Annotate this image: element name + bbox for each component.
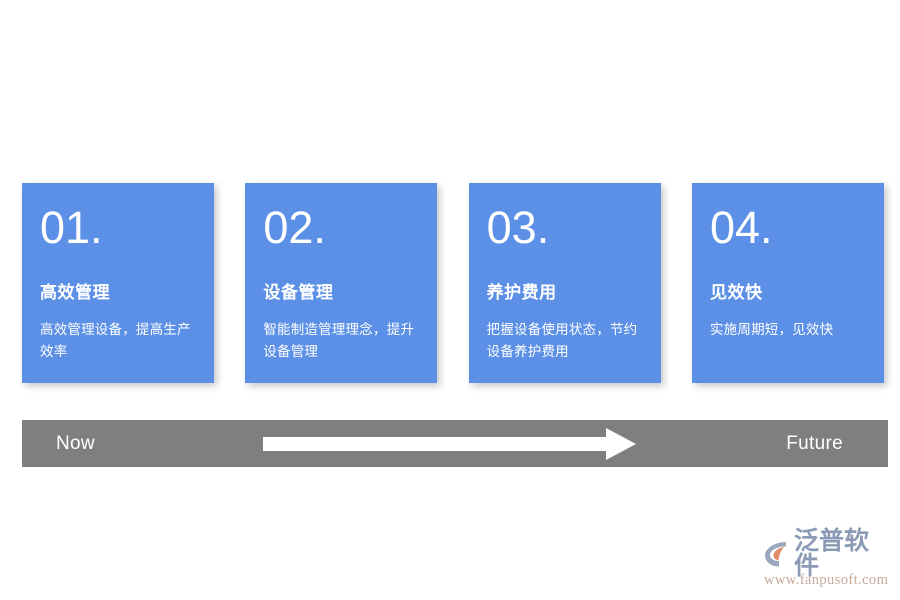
feature-card-2[interactable]: 02. 设备管理 智能制造管理理念，提升设备管理 bbox=[245, 183, 438, 383]
card-title: 设备管理 bbox=[263, 283, 334, 302]
card-title: 见效快 bbox=[709, 283, 763, 302]
right-arrow-icon bbox=[263, 428, 636, 460]
company-logo[interactable]: 泛普软件 www.fanpusoft.com bbox=[762, 529, 892, 590]
card-description: 智能制造管理理念，提升设备管理 bbox=[263, 322, 415, 359]
feature-cards-row: 01. 高效管理 高效管理设备，提高生产效率 02. 设备管理 智能制造管理理念… bbox=[22, 183, 884, 383]
timeline-now-label: Now bbox=[56, 432, 95, 454]
feature-card-1[interactable]: 01. 高效管理 高效管理设备，提高生产效率 bbox=[22, 183, 214, 383]
card-description: 高效管理设备，提高生产效率 bbox=[40, 322, 191, 359]
card-number: 03. bbox=[486, 202, 550, 253]
card-title: 高效管理 bbox=[40, 283, 110, 302]
card-description: 实施周期短，见效快 bbox=[709, 322, 834, 337]
card-number: 01. bbox=[40, 202, 103, 253]
card-number: 02. bbox=[263, 202, 326, 253]
timeline-bar: Now Future bbox=[22, 420, 888, 467]
logo-brand-text: 泛普软件 bbox=[794, 527, 870, 580]
fanpu-swoosh-icon bbox=[762, 539, 792, 569]
feature-card-4[interactable]: 04. 见效快 实施周期短，见效快 bbox=[691, 183, 884, 383]
card-number: 04. bbox=[709, 202, 773, 253]
card-description: 把握设备使用状态，节约设备养护费用 bbox=[486, 322, 638, 359]
logo-top-row: 泛普软件 bbox=[762, 529, 892, 579]
feature-card-3[interactable]: 03. 养护费用 把握设备使用状态，节约设备养护费用 bbox=[468, 183, 661, 383]
logo-url-text: www.fanpusoft.com bbox=[764, 572, 889, 588]
card-title: 养护费用 bbox=[486, 283, 557, 302]
timeline-future-label: Future bbox=[786, 432, 843, 454]
